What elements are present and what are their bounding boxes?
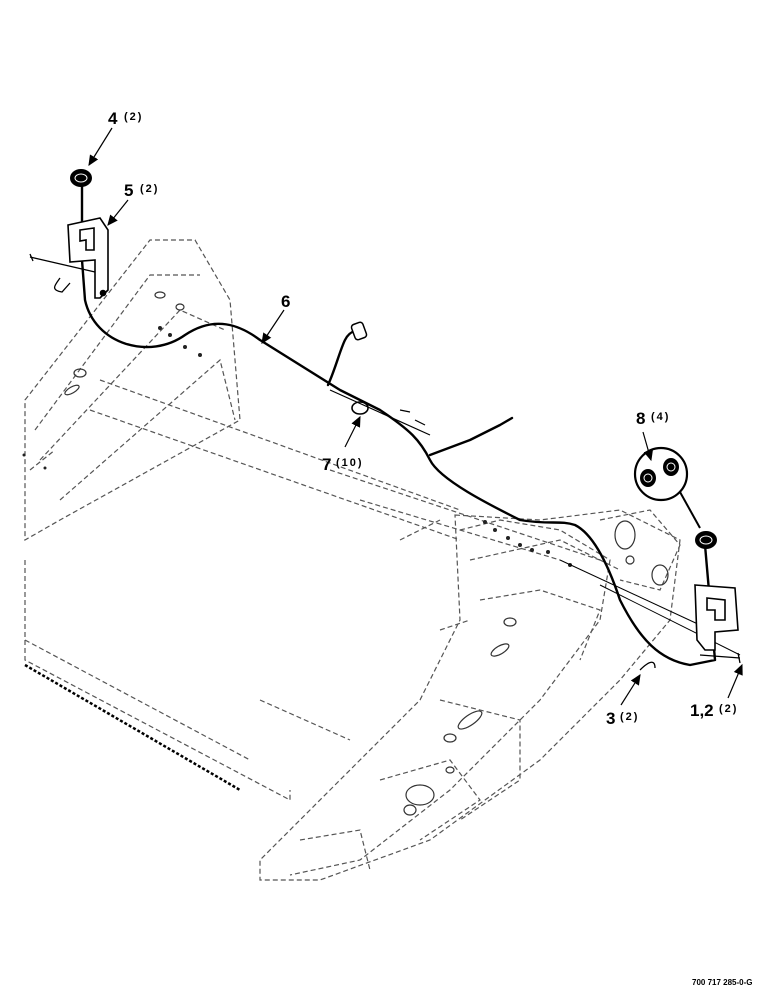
bolt-right bbox=[639, 652, 741, 671]
callout-1-2-qty: (2) bbox=[719, 703, 738, 715]
wiring-harness bbox=[80, 180, 717, 667]
callout-3-qty: (2) bbox=[620, 711, 639, 723]
callout-3: 3 (2) bbox=[606, 709, 639, 728]
harness-connector bbox=[350, 321, 368, 341]
clip-ring bbox=[351, 401, 369, 415]
bracket-left bbox=[67, 217, 109, 299]
platform-edge bbox=[24, 663, 241, 792]
drawing-part-code: 700 717 285-0-G bbox=[692, 978, 753, 987]
callout-8-number: 8 bbox=[636, 409, 645, 428]
callout-4-qty: (2) bbox=[124, 111, 143, 123]
grommet-top bbox=[70, 169, 92, 187]
harness-tail bbox=[559, 559, 741, 656]
callout-5: 5 (2) bbox=[124, 181, 159, 200]
detail-circle-plugs bbox=[633, 446, 701, 529]
callout-4-number: 4 bbox=[108, 109, 118, 128]
bolt-left bbox=[29, 253, 96, 293]
bracket-right bbox=[694, 584, 739, 651]
callout-1-2: 1,2 (2) bbox=[690, 701, 738, 720]
callout-5-number: 5 bbox=[124, 181, 133, 200]
frame-outline bbox=[24, 239, 681, 881]
frame-holes bbox=[64, 291, 669, 816]
callout-8: 8 (4) bbox=[636, 409, 670, 428]
beam-bolt-holes bbox=[22, 326, 572, 567]
callout-6: 6 bbox=[281, 292, 290, 311]
grommet-right bbox=[695, 531, 717, 549]
beam-bolts bbox=[329, 389, 431, 436]
callout-7-qty: (10) bbox=[336, 457, 364, 469]
callout-7: 7 (10) bbox=[322, 455, 364, 474]
callout-6-number: 6 bbox=[281, 292, 290, 311]
callout-arrows bbox=[88, 127, 743, 706]
callout-1-2-number: 1,2 bbox=[690, 701, 714, 720]
callout-7-number: 7 bbox=[322, 455, 331, 474]
callout-4: 4 (2) bbox=[108, 109, 143, 128]
callout-3-number: 3 bbox=[606, 709, 615, 728]
callout-8-qty: (4) bbox=[651, 411, 670, 423]
callout-5-qty: (2) bbox=[140, 183, 159, 195]
